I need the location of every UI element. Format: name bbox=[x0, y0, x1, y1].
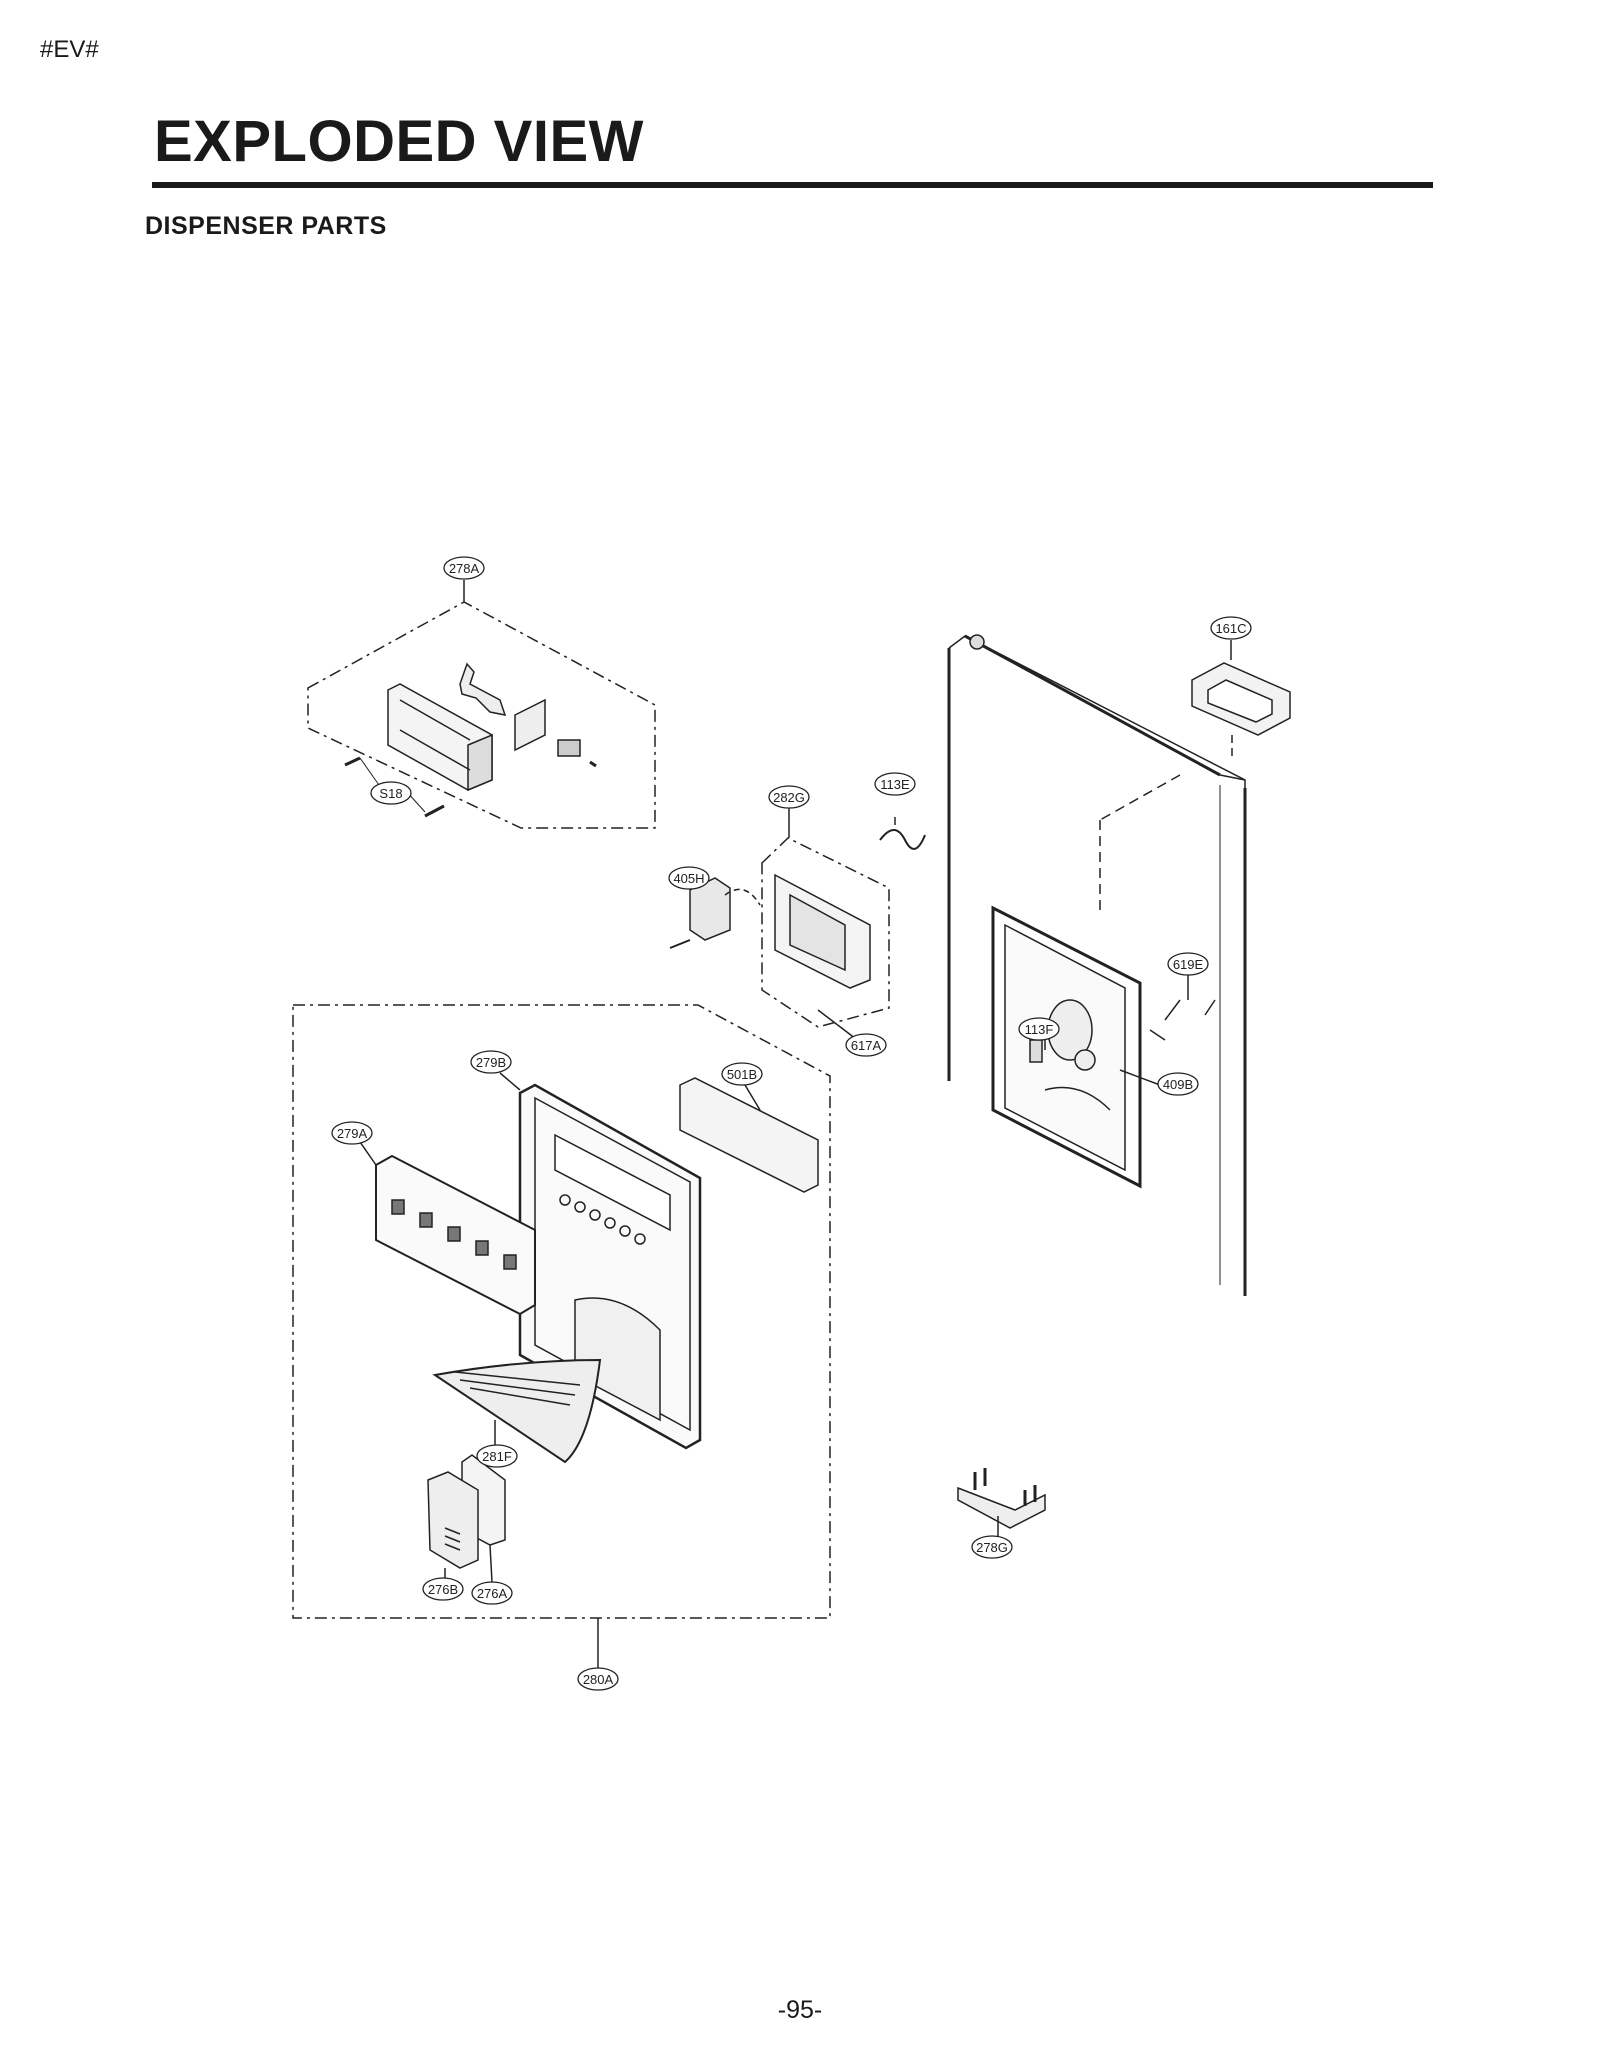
callout-oval-282G bbox=[768, 785, 810, 809]
callout-oval-276B bbox=[422, 1577, 464, 1601]
callout-oval-113F bbox=[1018, 1017, 1060, 1041]
assembly-278A bbox=[307, 580, 656, 829]
callout-oval-281F bbox=[476, 1444, 518, 1468]
callout-oval-S18 bbox=[370, 781, 412, 805]
callout-oval-409B bbox=[1157, 1072, 1199, 1096]
callout-278A: 278A bbox=[449, 561, 480, 576]
callout-oval-280A bbox=[577, 1667, 619, 1691]
callout-276B: 276B bbox=[428, 1582, 458, 1597]
callout-113E: 113E bbox=[880, 777, 910, 792]
callout-oval-278A bbox=[443, 556, 485, 580]
callout-617A: 617A bbox=[851, 1038, 882, 1053]
callout-161C: 161C bbox=[1215, 621, 1246, 636]
callout-oval-279A bbox=[331, 1121, 373, 1145]
page-title: EXPLODED VIEW bbox=[154, 109, 644, 174]
callout-279A: 279A bbox=[337, 1126, 368, 1141]
callout-oval-161C bbox=[1210, 616, 1252, 640]
callout-oval-619E bbox=[1167, 952, 1209, 976]
switch-assembly-282G bbox=[669, 808, 926, 1043]
page-number: -95- bbox=[777, 1996, 823, 2024]
section-title: DISPENSER PARTS bbox=[145, 212, 387, 240]
callout-oval-278G bbox=[971, 1535, 1013, 1559]
callout-oval-279B bbox=[470, 1050, 512, 1074]
callout-oval-501B bbox=[721, 1062, 763, 1086]
callout-501B: 501B bbox=[727, 1067, 757, 1082]
callout-619E: 619E bbox=[1173, 957, 1204, 972]
assembly-280A bbox=[292, 1004, 831, 1668]
callout-oval-113E bbox=[874, 772, 916, 796]
document-tag: #EV# bbox=[40, 36, 99, 63]
callout-281F: 281F bbox=[482, 1449, 512, 1464]
callout-276A: 276A bbox=[477, 1586, 508, 1601]
callout-oval-617A bbox=[845, 1033, 887, 1057]
callout-S18: S18 bbox=[379, 786, 402, 801]
callout-282G: 282G bbox=[773, 790, 805, 805]
cover-161C bbox=[1191, 640, 1291, 760]
part-278G bbox=[957, 1468, 1046, 1540]
callout-405H: 405H bbox=[673, 871, 704, 886]
callout-oval-276A bbox=[471, 1581, 513, 1605]
title-rule bbox=[152, 182, 1433, 188]
callout-280A: 280A bbox=[583, 1672, 614, 1687]
callout-278G: 278G bbox=[976, 1540, 1008, 1555]
callout-409B: 409B bbox=[1163, 1077, 1193, 1092]
door-panel bbox=[947, 634, 1247, 1296]
callout-oval-405H bbox=[668, 866, 710, 890]
callout-113F: 113F bbox=[1025, 1022, 1054, 1037]
callout-279B: 279B bbox=[476, 1055, 506, 1070]
